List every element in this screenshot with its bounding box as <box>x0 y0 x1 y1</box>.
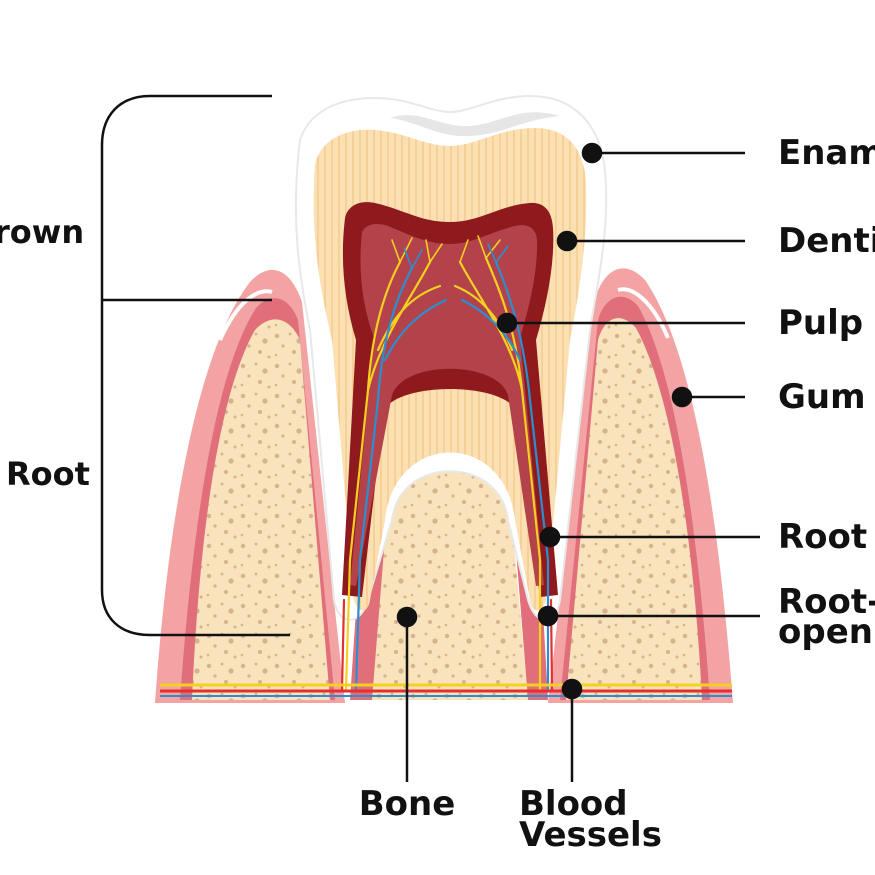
bone-dot <box>396 606 418 628</box>
label-gum: Gum <box>778 377 866 417</box>
bone-tissue <box>192 318 702 700</box>
leader-lines <box>396 142 760 782</box>
nerves-and-vessels <box>340 235 554 692</box>
bone-left <box>192 319 330 700</box>
blood-vessels-dot <box>561 678 583 700</box>
crown-capillaries <box>391 235 501 263</box>
pulp-dot <box>496 312 518 334</box>
root-canal-opening-dot <box>537 605 559 627</box>
nerve-left <box>344 260 442 692</box>
vein-right <box>460 260 550 692</box>
label-blood-vessels-1: Blood <box>519 784 628 824</box>
labels: rown Root Enama Dentir Pulp Gum Root c R… <box>0 133 875 855</box>
artery-left <box>340 598 346 692</box>
dentin-dot <box>556 230 578 252</box>
label-crown: rown <box>0 213 84 251</box>
label-pulp: Pulp <box>778 303 863 343</box>
root-canal-dot <box>539 526 561 548</box>
label-enamel: Enama <box>778 133 875 173</box>
enamel-dot <box>581 142 603 164</box>
crown-capillaries-blue <box>403 243 509 269</box>
gum-dot <box>671 386 693 408</box>
label-blood-vessels-2: Vessels <box>519 815 662 855</box>
label-root-canal-opening-1: Root-c <box>778 582 875 622</box>
enamel-shadow <box>390 112 560 137</box>
bracket-outline <box>100 94 290 637</box>
label-root-canal: Root c <box>778 517 875 557</box>
gum-interradicular <box>350 422 548 700</box>
gum-right-highlight <box>617 287 670 339</box>
bone-center <box>370 445 528 700</box>
label-root: Root <box>6 455 90 493</box>
label-dentin: Dentir <box>778 221 875 261</box>
label-bone: Bone <box>359 784 456 824</box>
bone-right <box>566 318 702 700</box>
vessel-baseline <box>160 683 732 697</box>
crown-root-bracket <box>100 94 290 637</box>
vein-left <box>354 266 448 692</box>
label-root-canal-opening-2: openi <box>778 612 875 652</box>
